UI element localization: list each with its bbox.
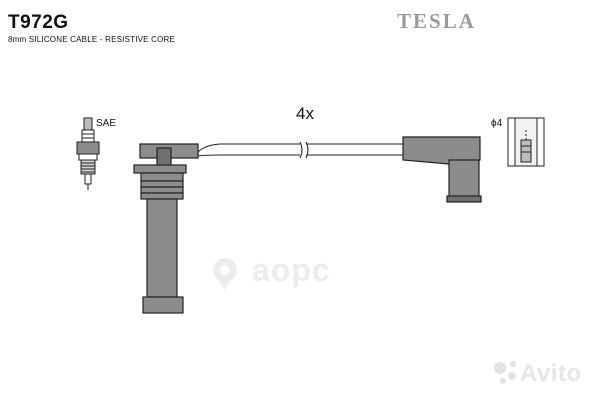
watermark-pin-icon — [213, 258, 237, 290]
watermark-avito-text: Avito — [520, 360, 582, 387]
cable-line — [197, 141, 405, 159]
brand-logo: TESLA — [397, 9, 476, 33]
terminal-diameter-label: ϕ4 — [491, 118, 503, 129]
watermark-text: аорс — [252, 252, 331, 288]
spark-plug-icon — [76, 117, 100, 190]
terminal-icon — [507, 117, 545, 167]
avito-logo-icon — [494, 361, 516, 384]
spark-plug-label: SAE — [96, 118, 117, 129]
part-code: T972G — [8, 12, 69, 33]
cable-spec: 8mm SILICONE CABLE - RESISTIVE CORE — [8, 35, 176, 44]
plug-boot-icon — [133, 143, 199, 314]
quantity-label: 4x — [296, 104, 314, 123]
distributor-boot-icon — [402, 136, 482, 203]
